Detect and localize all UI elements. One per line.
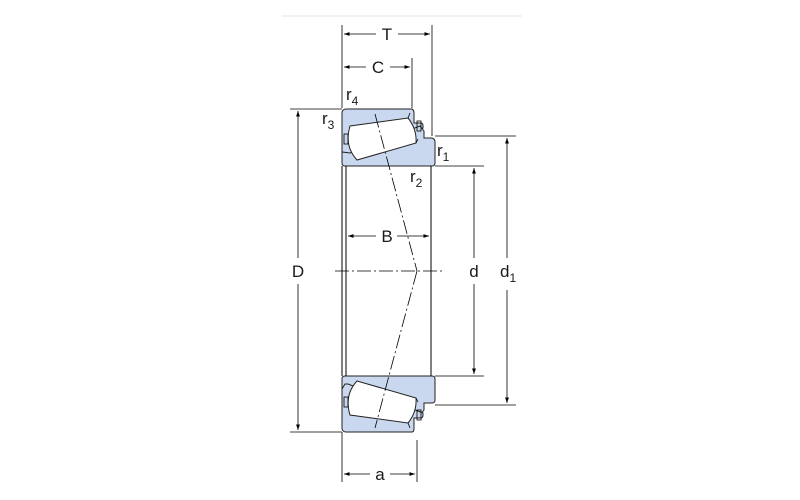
label-d1: d1 (500, 262, 516, 285)
label-r4: r4 (346, 85, 359, 108)
roller-bottom-edge-2 (415, 397, 419, 403)
pressure-line-top (374, 113, 418, 272)
dim-C: C (344, 58, 413, 108)
dim-T: T (341, 25, 433, 136)
bottom-section (341, 375, 436, 433)
cage-right-top (416, 120, 422, 132)
label-C: C (372, 58, 384, 77)
label-r1: r1 (437, 141, 450, 164)
cage-left-top (343, 133, 349, 145)
cage-right-bottom (416, 409, 422, 421)
label-a: a (375, 465, 385, 484)
label-B: B (381, 227, 392, 246)
label-d: d (469, 262, 478, 281)
label-D: D (292, 262, 304, 281)
dim-d: d (435, 165, 484, 377)
roller-top-edge-2 (415, 138, 419, 144)
roller-bottom-edge (407, 422, 411, 429)
top-section (341, 108, 436, 167)
dim-D: D (290, 108, 342, 433)
dim-B: B (348, 227, 429, 246)
roller-top-edge (407, 112, 411, 119)
label-T: T (382, 25, 392, 44)
dim-d1: d1 (435, 135, 516, 406)
label-r2: r2 (410, 167, 423, 190)
pressure-line-bottom (374, 270, 418, 429)
label-r3: r3 (322, 109, 335, 132)
dim-a: a (341, 432, 418, 484)
cage-left-bottom (343, 396, 349, 408)
